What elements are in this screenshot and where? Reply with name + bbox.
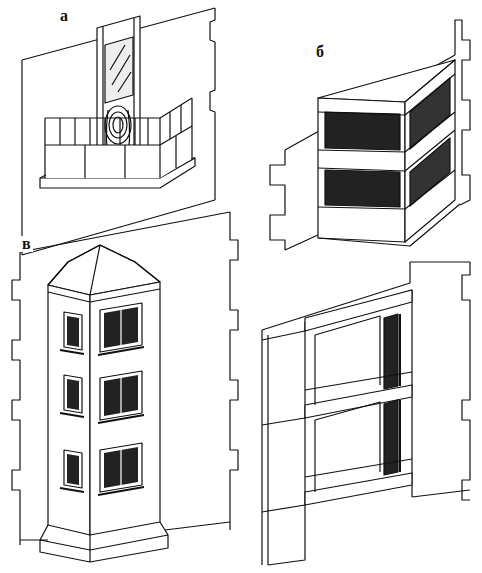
- figure-letter: б: [314, 44, 326, 60]
- loggia-drawing: [262, 262, 470, 565]
- balcony-drawing: [22, 8, 215, 255]
- bay-window-drawing: [12, 212, 238, 562]
- figure-letter: а: [58, 8, 70, 24]
- figure-letter: в: [20, 236, 33, 252]
- corner-loggia-drawing: [270, 20, 470, 250]
